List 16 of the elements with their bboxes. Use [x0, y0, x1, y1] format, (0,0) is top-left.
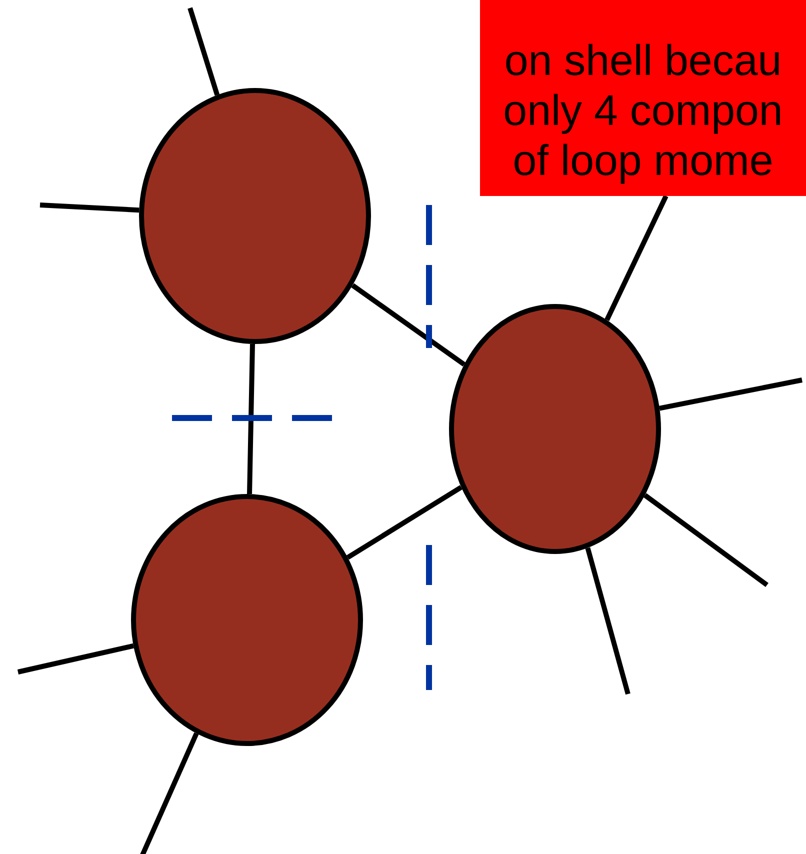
line — [351, 283, 466, 367]
vertex-blob — [449, 304, 661, 554]
line — [604, 194, 668, 322]
vertex-blob — [131, 494, 363, 746]
line — [247, 344, 255, 494]
line — [346, 485, 463, 560]
line — [643, 493, 768, 588]
note-box — [480, 0, 806, 196]
line — [659, 378, 802, 411]
line — [585, 547, 630, 695]
line — [140, 732, 199, 854]
line — [17, 643, 134, 674]
line — [40, 202, 140, 213]
line — [188, 7, 220, 96]
note-text: on shell becau only 4 compon of loop mome — [502, 36, 784, 186]
vertex-blob — [139, 88, 371, 344]
